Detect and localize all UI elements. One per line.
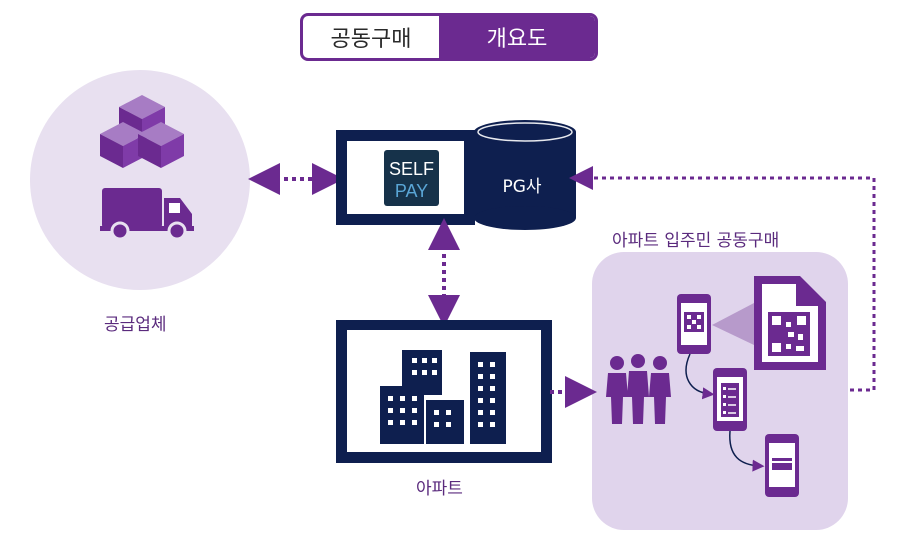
supplier-label: 공급업체 bbox=[104, 315, 167, 335]
arrow-residents-pg bbox=[569, 166, 876, 392]
flow-arrow-2 bbox=[729, 430, 765, 472]
scan-beam bbox=[712, 303, 754, 345]
selfpay-line1: SELF bbox=[389, 159, 434, 179]
people-icon bbox=[606, 354, 671, 424]
truck-icon bbox=[100, 188, 194, 241]
qr-document-icon bbox=[754, 276, 826, 370]
title-overview: 개요도 bbox=[439, 16, 595, 58]
buildings-icon bbox=[380, 350, 506, 444]
supplier-circle bbox=[30, 70, 250, 290]
pg-cylinder bbox=[474, 120, 576, 230]
phone-payment-icon bbox=[765, 434, 799, 497]
phone-qr-icon bbox=[677, 294, 711, 354]
title-box: 공동구매 개요도 bbox=[300, 13, 598, 61]
title-group-buying: 공동구매 bbox=[330, 27, 412, 52]
residents-label: 아파트 입주민 공동구매 bbox=[612, 231, 780, 251]
pg-label: PG사 bbox=[502, 177, 541, 197]
phone-checklist-icon bbox=[713, 368, 747, 431]
apartment-label: 아파트 bbox=[416, 479, 463, 499]
selfpay-logo bbox=[384, 150, 439, 206]
flow-arrow-1 bbox=[685, 353, 715, 400]
boxes-icon bbox=[100, 95, 184, 168]
selfpay-line2: PAY bbox=[395, 181, 428, 201]
